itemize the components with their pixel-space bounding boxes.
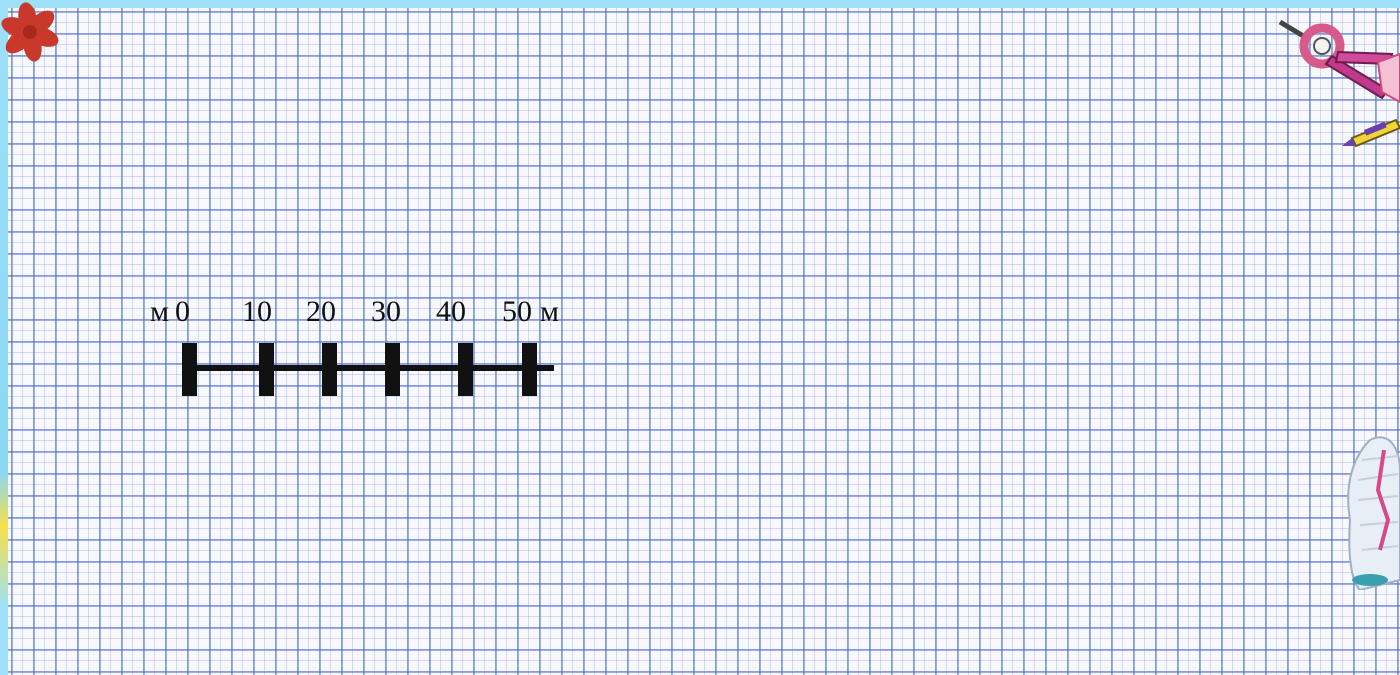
scale-tick-mark bbox=[458, 343, 473, 396]
cartoon-character-icon bbox=[1340, 430, 1400, 590]
scale-tick-label: 50 bbox=[502, 294, 532, 330]
scale-tick-mark bbox=[522, 343, 537, 396]
scale-tick-label: 10 bbox=[242, 294, 272, 330]
scale-tick-label: 30 bbox=[371, 294, 401, 330]
scale-bar bbox=[170, 335, 570, 405]
scale-tick-label: 20 bbox=[306, 294, 336, 330]
scale-unit-label-right: м bbox=[540, 294, 559, 330]
scale-bar-line bbox=[184, 365, 554, 371]
scale-tick-mark bbox=[182, 343, 197, 396]
scale-tick-label: 40 bbox=[436, 294, 466, 330]
left-border-strip bbox=[0, 0, 8, 675]
scale-tick-mark bbox=[385, 343, 400, 396]
scale-tick-label: 0 bbox=[175, 294, 190, 330]
red-flower-icon bbox=[0, 2, 80, 82]
scale-tick-mark bbox=[259, 343, 274, 396]
compass-and-pencil-icon bbox=[1260, 12, 1400, 152]
scale-tick-mark bbox=[322, 343, 337, 396]
scale-unit-label-left: м bbox=[150, 294, 169, 330]
